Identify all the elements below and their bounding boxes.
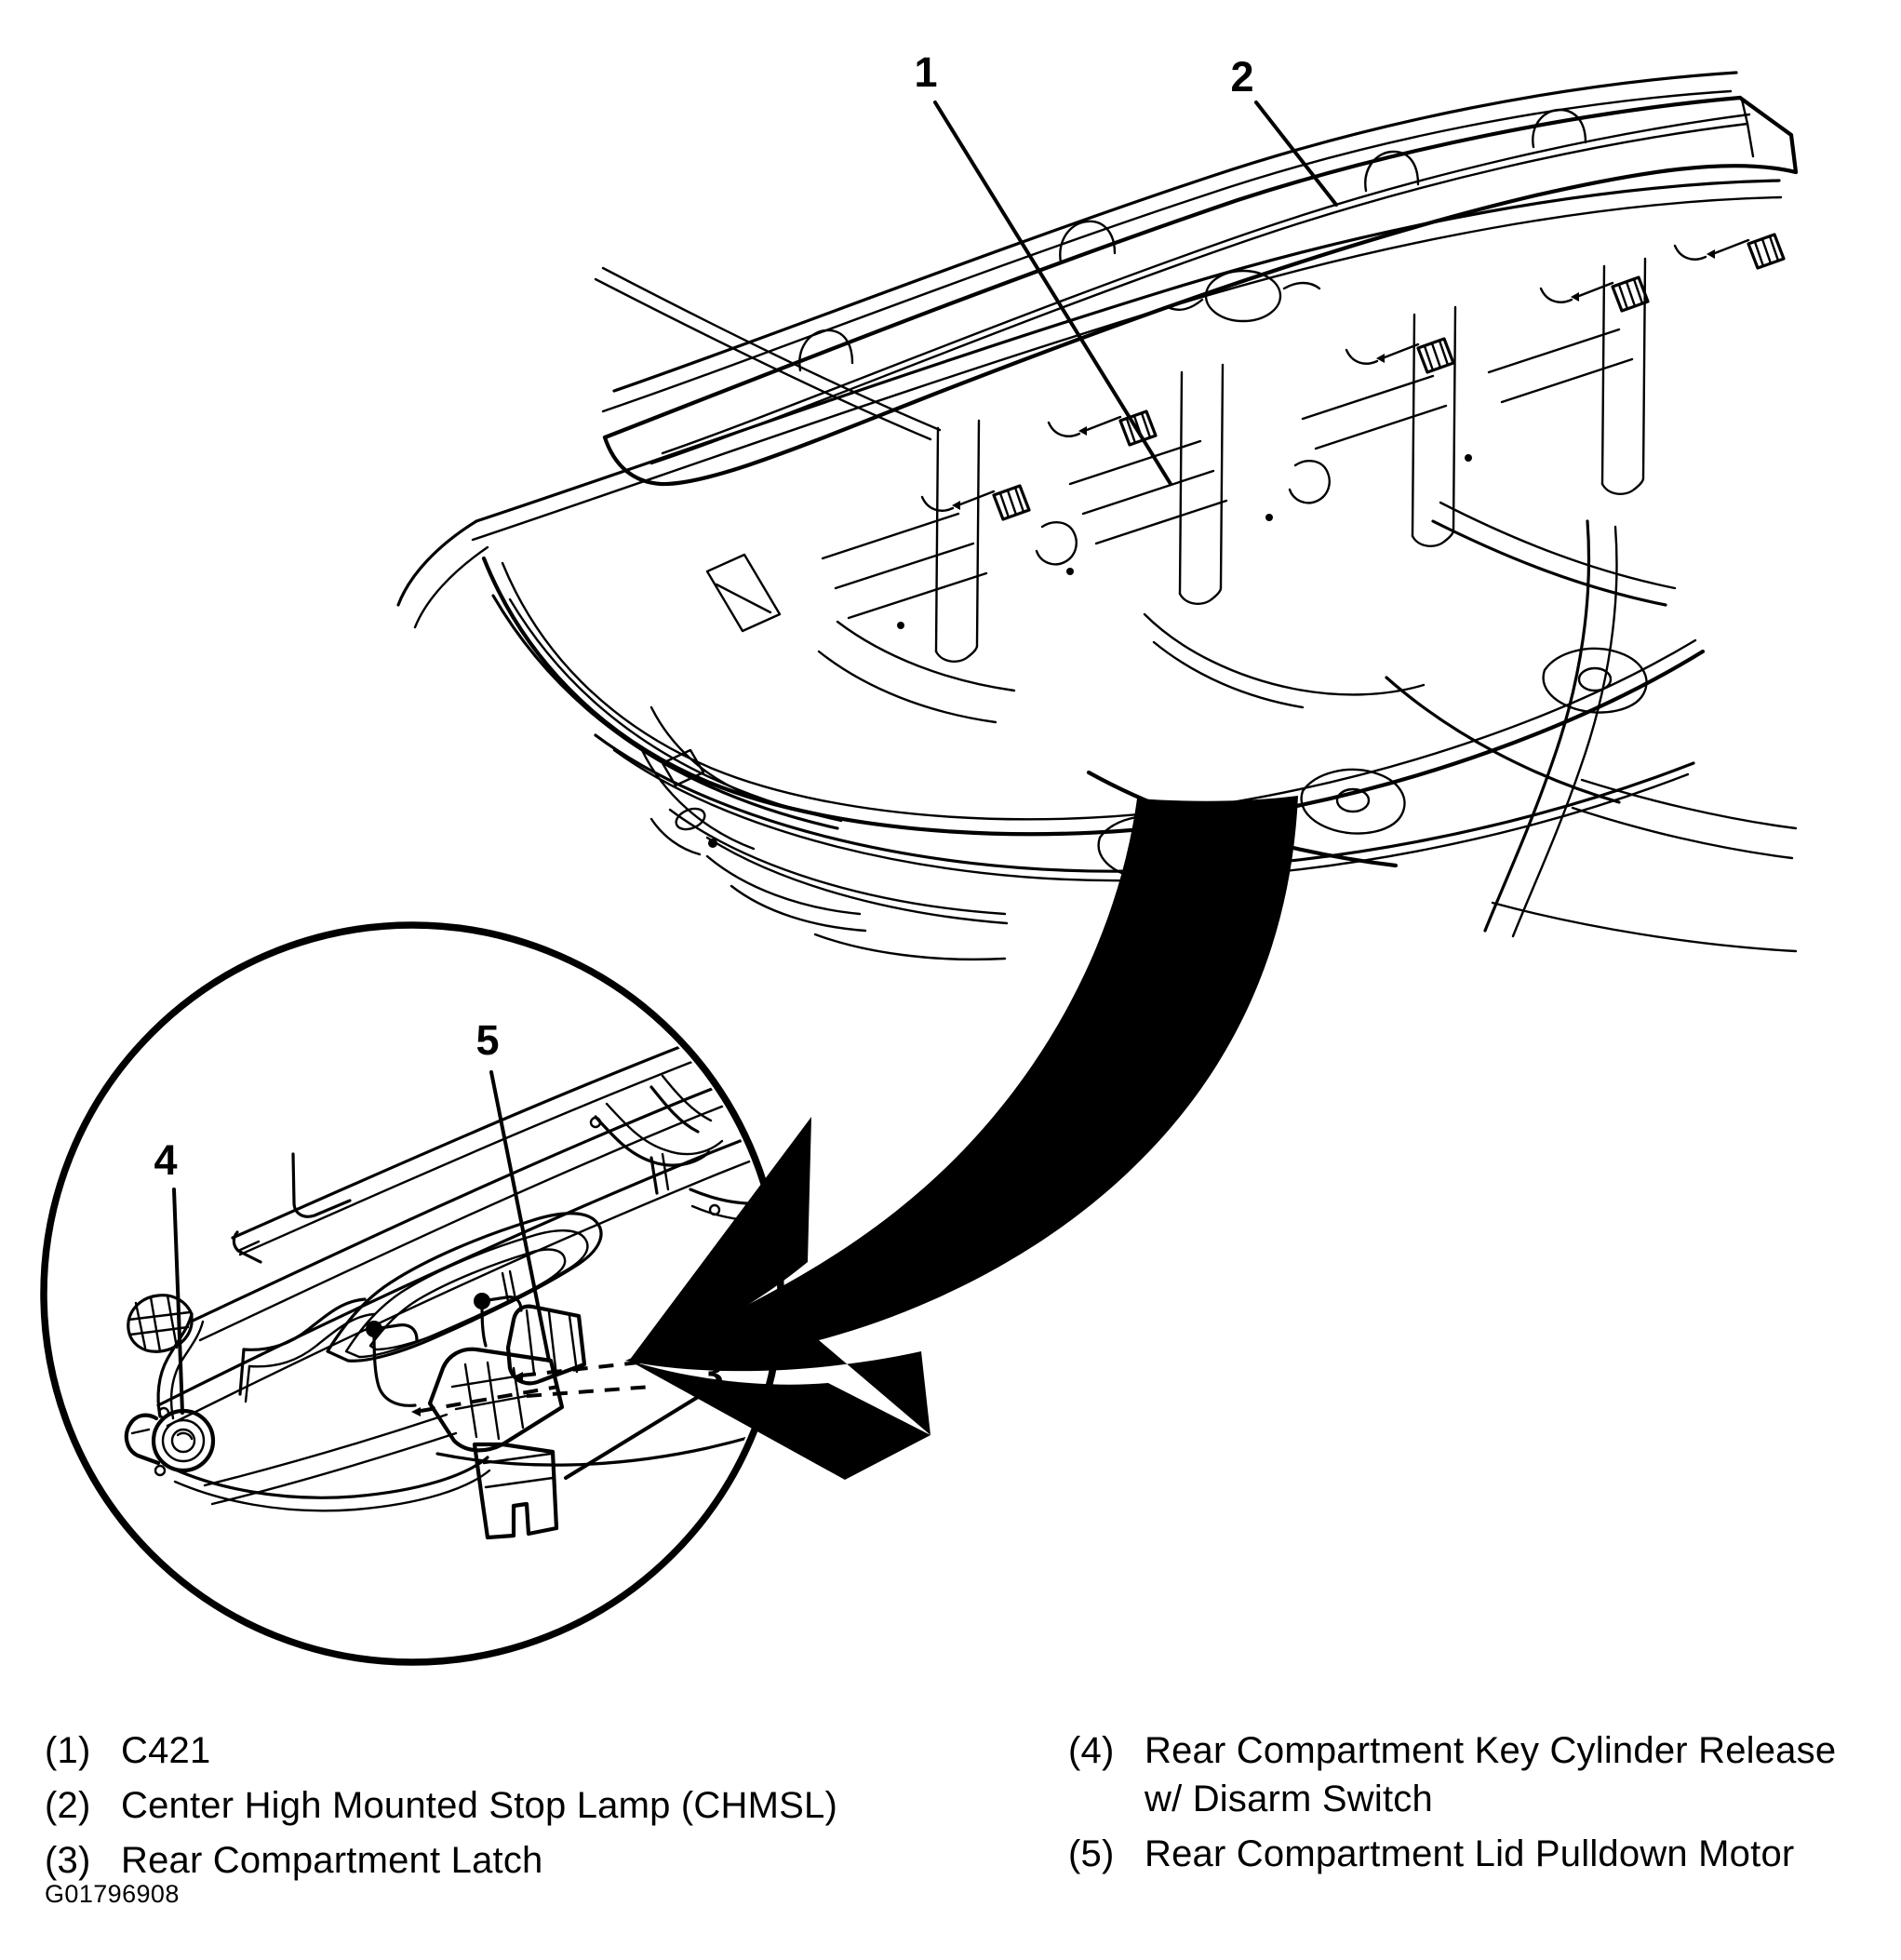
callout-number-5: 5 (475, 1016, 499, 1064)
figure-legend: (1) C421 (2) Center High Mounted Stop La… (0, 1726, 1901, 1960)
latch-dashed-line-2 (520, 1359, 656, 1377)
legend-key: (1) (45, 1730, 91, 1771)
spoiler-mounting-bolts (920, 233, 1786, 521)
rear-compartment-latch (411, 1304, 656, 1540)
rear-compartment-lid-panel (396, 71, 1798, 961)
legend-key: (3) (45, 1840, 91, 1881)
latch-dashed-line-3 (526, 1385, 652, 1398)
legend-column-left: (1) C421 (2) Center High Mounted Stop La… (45, 1726, 975, 1891)
leader-line-1 (933, 101, 1172, 486)
legend-text: Rear Compartment Latch (121, 1840, 543, 1881)
detail-circle-boundary (40, 921, 784, 1666)
callout-numbers: 1 2 3 4 5 (154, 48, 1253, 1398)
legend-key: (2) (45, 1785, 91, 1826)
main-assembly-view (396, 71, 1799, 961)
legend-column-right: (4) Rear Compartment Key Cylinder Releas… (1068, 1726, 1887, 1885)
leader-line-5 (489, 1070, 551, 1363)
legend-row: (5) Rear Compartment Lid Pulldown Motor (1068, 1830, 1887, 1878)
latch-wiring (171, 1269, 523, 1512)
legend-text: C421 (121, 1730, 211, 1771)
figure-id-label: G01796908 (45, 1880, 180, 1908)
detail-circle-view (40, 921, 784, 1666)
detail-view-arrow (625, 796, 1298, 1480)
chmsl-spoiler (602, 95, 1799, 487)
detail-body-structure (156, 1024, 775, 1506)
latch-dashed-line-1 (420, 1385, 559, 1413)
callout-number-1: 1 (914, 48, 937, 96)
leader-line-2 (1254, 101, 1338, 207)
leader-line-4 (172, 1188, 184, 1415)
legend-row: (3) Rear Compartment Latch (45, 1836, 975, 1885)
callout-number-4: 4 (154, 1136, 177, 1184)
leader-line-3 (564, 1392, 704, 1480)
callout-number-2: 2 (1230, 53, 1253, 101)
legend-row: (4) Rear Compartment Key Cylinder Releas… (1068, 1726, 1887, 1823)
legend-key: (4) (1068, 1730, 1115, 1771)
legend-key: (5) (1068, 1833, 1115, 1874)
legend-row: (1) C421 (45, 1726, 975, 1775)
legend-text: Rear Compartment Lid Pulldown Motor (1145, 1833, 1795, 1874)
legend-row: (2) Center High Mounted Stop Lamp (CHMSL… (45, 1781, 975, 1830)
legend-text: Rear Compartment Key Cylinder Release w/… (1145, 1730, 1837, 1819)
callout-number-3: 3 (700, 1350, 723, 1398)
legend-text: Center High Mounted Stop Lamp (CHMSL) (121, 1785, 837, 1826)
